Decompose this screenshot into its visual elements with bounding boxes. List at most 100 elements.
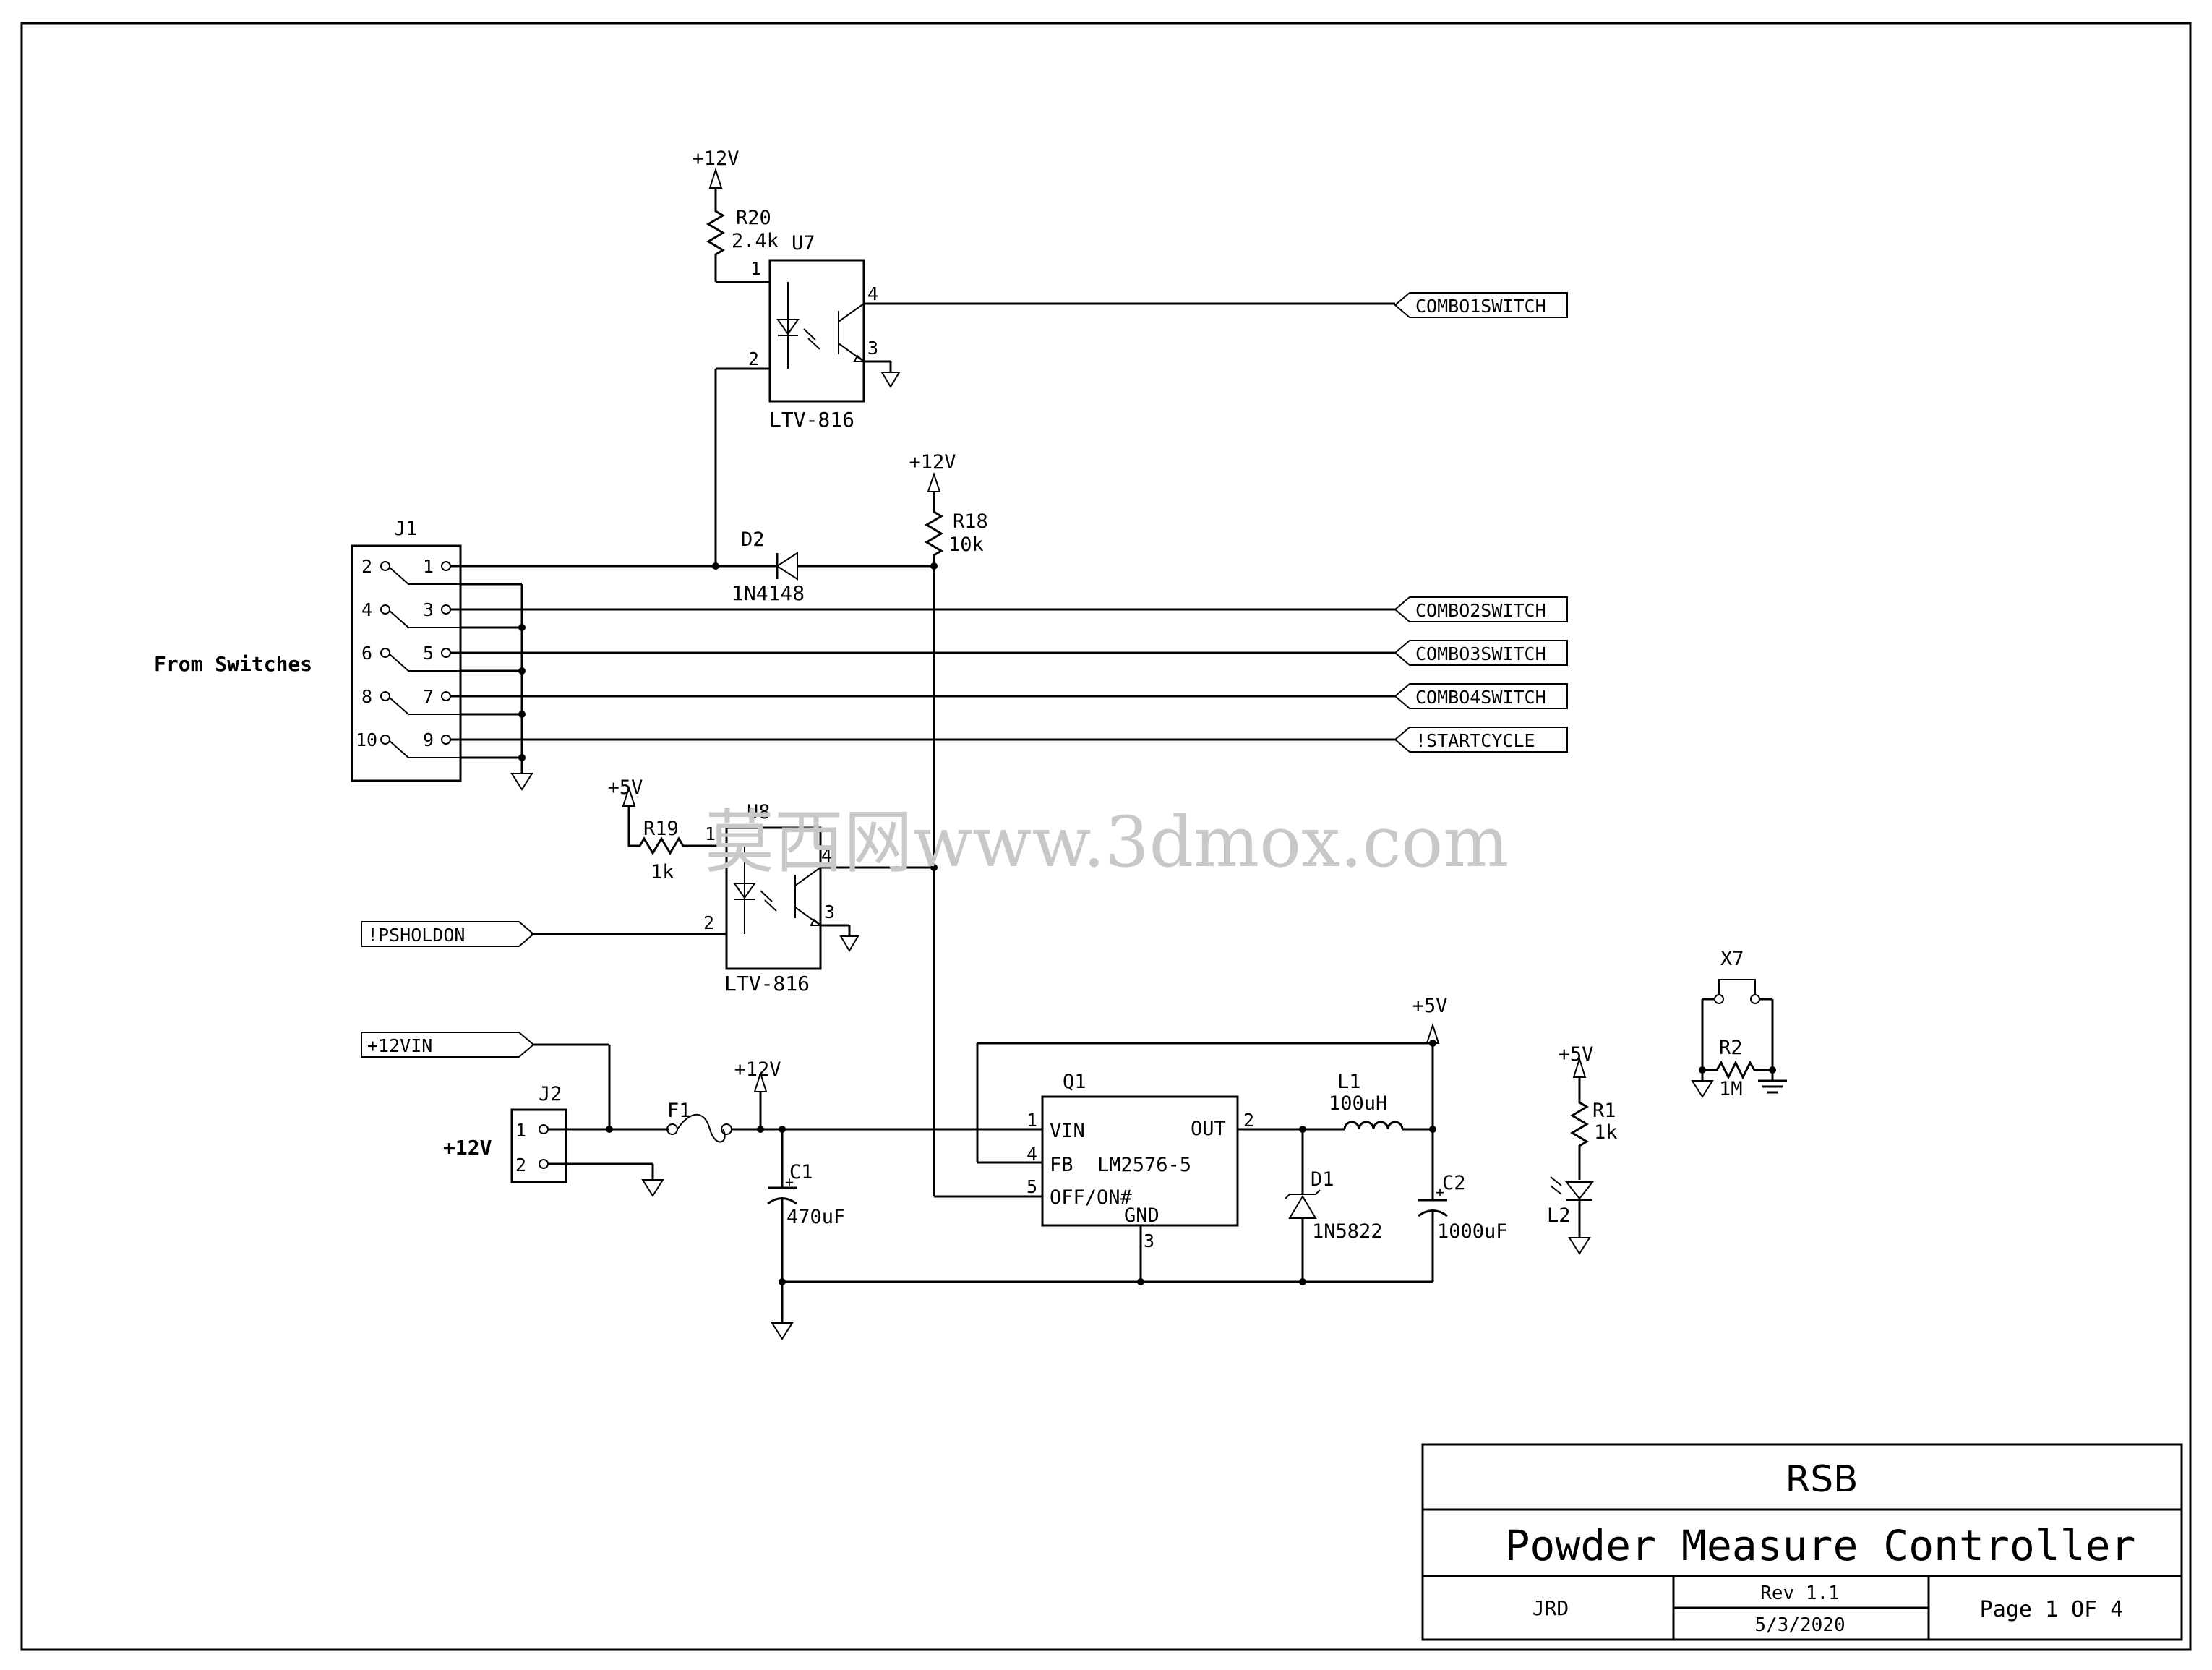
ground-icon — [1568, 1237, 1591, 1255]
l2-led-indicator: +5V R1 1k L2 — [1547, 1043, 1618, 1255]
svg-text:!PSHOLDON: !PSHOLDON — [367, 925, 465, 946]
power-arrow-icon — [1426, 1022, 1440, 1044]
j1-ref: J1 — [394, 518, 418, 540]
diode-icon — [776, 552, 798, 581]
svg-text:3: 3 — [824, 902, 835, 922]
j1-connector: J1 From Switches 2 4 6 8 10 1 3 5 7 9 — [154, 518, 462, 782]
power-arrow-icon — [708, 167, 723, 189]
u8-optocoupler: +5V R19 1k U8 1 2 3 4 LTV-816 — [531, 776, 938, 995]
svg-text:FB: FB — [1050, 1154, 1073, 1176]
author: JRD — [1532, 1596, 1569, 1620]
svg-text:1: 1 — [705, 823, 716, 844]
d2-ref: D2 — [741, 528, 765, 551]
r20-ref: R20 — [736, 207, 771, 229]
svg-text:COMBO4SWITCH: COMBO4SWITCH — [1415, 687, 1546, 708]
c1-value: 470uF — [786, 1206, 845, 1228]
j2-supply-label: +12V — [443, 1136, 492, 1160]
c2-value: 1000uF — [1437, 1220, 1508, 1243]
r2-value: 1M — [1719, 1078, 1743, 1100]
svg-text:COMBO3SWITCH: COMBO3SWITCH — [1415, 643, 1546, 664]
svg-text:2: 2 — [515, 1155, 526, 1176]
svg-text:9: 9 — [423, 729, 434, 750]
svg-text:7: 7 — [423, 686, 434, 707]
u7-pin1: 1 — [750, 258, 761, 279]
svg-text:+12VIN: +12VIN — [367, 1035, 432, 1056]
led-icon — [1564, 1181, 1595, 1200]
title-block: RSB Powder Measure Controller JRD Rev 1.… — [1421, 1443, 2183, 1641]
svg-text:3: 3 — [423, 599, 434, 620]
svg-text:GND: GND — [1124, 1204, 1159, 1227]
u8-package — [725, 826, 822, 970]
svg-text:4: 4 — [361, 599, 372, 620]
q1-ref: Q1 — [1063, 1071, 1086, 1093]
svg-text:6: 6 — [361, 643, 372, 664]
svg-text:COMBO1SWITCH: COMBO1SWITCH — [1415, 296, 1546, 317]
u8-part: LTV-816 — [724, 972, 810, 995]
svg-text:+: + — [785, 1173, 794, 1191]
svg-text:+: + — [1436, 1183, 1444, 1201]
r2-resistor — [1702, 1060, 1772, 1080]
j2-connector: J2 +12V 1 2 — [443, 1083, 567, 1183]
c1-ref: C1 — [789, 1161, 813, 1183]
r18-supply-label: +12V — [909, 451, 956, 474]
svg-text:8: 8 — [361, 686, 372, 707]
j2-body — [510, 1108, 567, 1183]
fuse-icon — [677, 1114, 726, 1143]
r1-resistor — [1570, 1077, 1589, 1180]
r19-ref: R19 — [643, 818, 679, 840]
power-arrow-icon — [753, 1071, 768, 1092]
svg-text:5: 5 — [423, 643, 434, 664]
svg-text:4: 4 — [1026, 1144, 1037, 1165]
f1-fuse: F1 — [666, 1100, 732, 1143]
svg-text:1: 1 — [515, 1120, 526, 1141]
led-icon — [776, 319, 800, 335]
ground-icon — [1691, 1080, 1714, 1098]
led-icon — [733, 883, 756, 899]
l1-value: 100uH — [1329, 1092, 1387, 1115]
u7-supply-label: +12V — [692, 147, 739, 170]
svg-text:VIN: VIN — [1050, 1120, 1085, 1142]
svg-text:2: 2 — [361, 556, 372, 577]
r18-resistor: +12V R18 10k — [909, 451, 988, 566]
company-name: RSB — [1786, 1458, 1859, 1500]
c2-capacitor: + C2 1000uF — [1418, 1129, 1508, 1282]
r18-value: 10k — [948, 534, 984, 556]
d1-ref: D1 — [1311, 1168, 1334, 1191]
c2-ref: C2 — [1442, 1172, 1466, 1194]
j1-label: From Switches — [154, 652, 312, 676]
j2-ref: J2 — [539, 1083, 562, 1105]
r19-resistor — [627, 806, 726, 855]
svg-text:1: 1 — [423, 556, 434, 577]
r19-value: 1k — [651, 861, 674, 883]
capacitor-icon — [767, 1197, 797, 1205]
r2-ref: R2 — [1719, 1037, 1743, 1059]
power-arrow-icon — [927, 471, 941, 492]
inductor-icon — [1343, 1121, 1404, 1130]
svg-text:2: 2 — [1243, 1110, 1254, 1131]
f1-supply-label: +12V — [734, 1058, 781, 1081]
d1-diode: D1 1N5822 — [1285, 1129, 1383, 1282]
svg-text:3: 3 — [1144, 1230, 1154, 1251]
r1-value: 1k — [1594, 1121, 1618, 1144]
watermark: 莫西网www.3dmox.com — [705, 802, 1509, 883]
x7-jumper: X7 R2 1M — [1691, 948, 1787, 1100]
svg-text:1: 1 — [1026, 1110, 1037, 1131]
f1-ref: F1 — [667, 1100, 691, 1122]
l1-inductor: L1 100uH — [1329, 1071, 1404, 1130]
drawing-title: Powder Measure Controller — [1505, 1521, 2136, 1570]
l1-ref: L1 — [1337, 1071, 1361, 1093]
l2-ref: L2 — [1547, 1204, 1571, 1227]
d2-part: 1N4148 — [732, 581, 805, 605]
net-flag-psholdon: !PSHOLDON — [361, 921, 535, 947]
svg-text:COMBO2SWITCH: COMBO2SWITCH — [1415, 600, 1546, 621]
x7-ref: X7 — [1720, 948, 1744, 970]
svg-text:4: 4 — [821, 845, 832, 866]
sheet-border — [20, 22, 2192, 1651]
date: 5/3/2020 — [1754, 1614, 1845, 1636]
revision: Rev 1.1 — [1760, 1583, 1840, 1604]
net-flag-combo3: COMBO3SWITCH — [1394, 640, 1568, 666]
c1-capacitor: + C1 470uF — [767, 1129, 845, 1323]
d2-diode: D2 1N4148 — [732, 528, 805, 605]
svg-text:OFF/ON#: OFF/ON# — [1050, 1186, 1133, 1209]
